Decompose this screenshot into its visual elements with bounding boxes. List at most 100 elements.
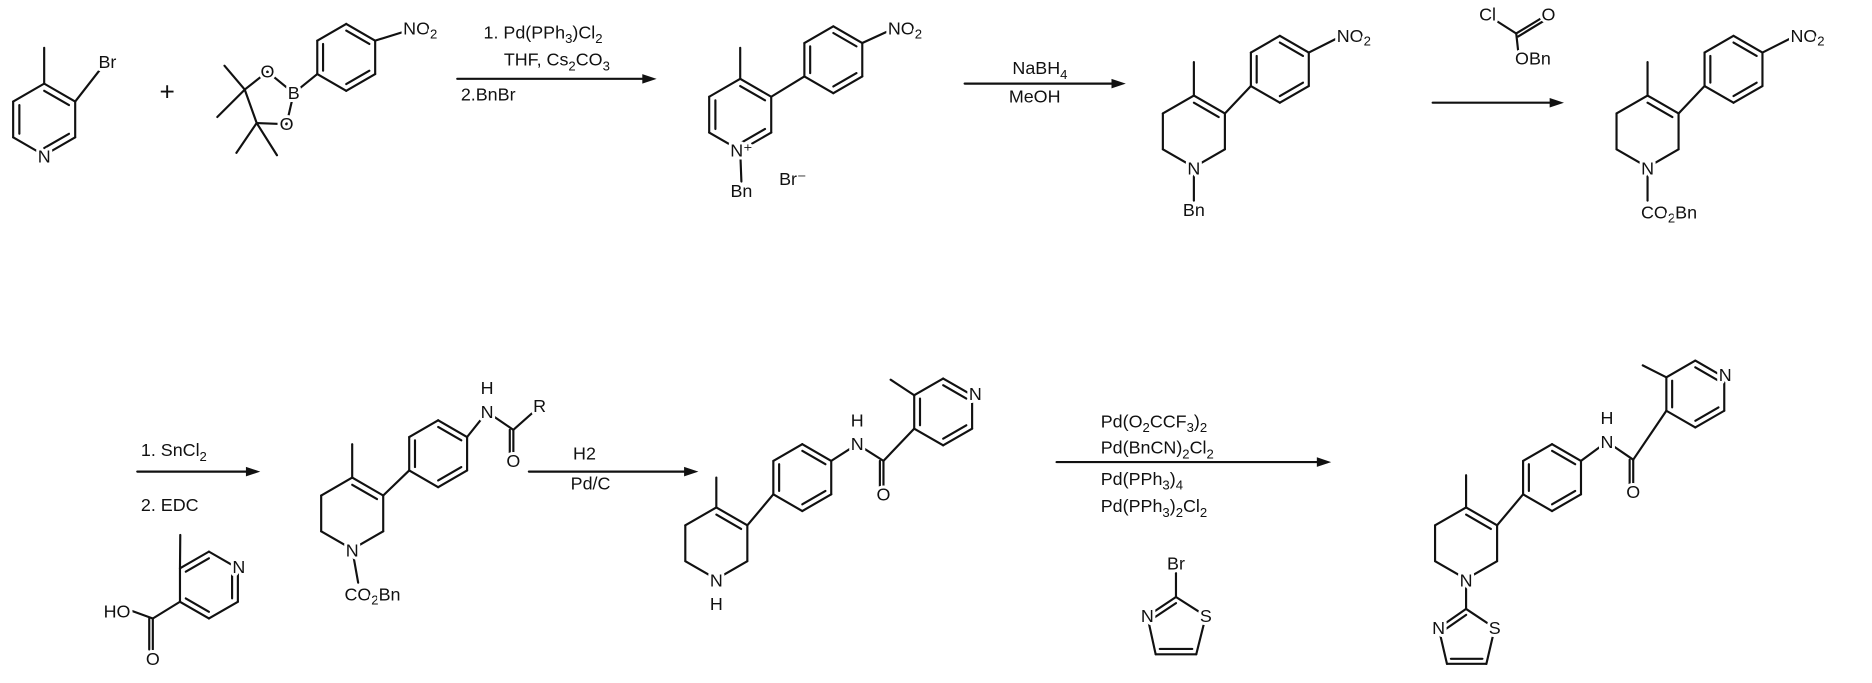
atom-label: H [481, 378, 494, 398]
bond [1666, 361, 1695, 378]
double-bond [1648, 103, 1673, 117]
atom-label: O [506, 451, 520, 471]
bond [317, 74, 346, 91]
step4-reagent-1: 1. SnCl2 [141, 440, 207, 464]
step6-reagent-2: Pd(BnCN)2Cl2 [1101, 438, 1214, 462]
bond [1251, 36, 1280, 53]
arrowhead [1112, 79, 1126, 89]
atom-label: N [969, 384, 982, 404]
bond [914, 379, 943, 396]
double-bond [438, 467, 461, 480]
double-bond [1695, 367, 1718, 380]
amide-cbz-intermediate: H N R O N CO2Bn [344, 378, 546, 607]
atom-label: N⁺ [730, 140, 752, 160]
step1-reagent-3: 2.BnBr [461, 84, 516, 104]
step2-reagent-1: NaBH4 [1012, 58, 1067, 82]
final-product: H N O N N N S [1432, 365, 1731, 638]
bond [773, 444, 802, 461]
bond [127, 609, 153, 619]
bond [224, 66, 244, 90]
atom-label: N [1187, 158, 1200, 178]
atom-label: N [710, 570, 723, 590]
atom-label: O [280, 114, 294, 134]
bond [409, 470, 438, 487]
arrowhead [642, 74, 656, 84]
atom-label: CO2Bn [1641, 203, 1697, 225]
arrowhead [246, 467, 260, 477]
boronate-ester: NO2 B O O [260, 19, 437, 135]
double-bond [186, 598, 209, 611]
atom-label: B [288, 83, 300, 103]
bond [747, 494, 773, 525]
atom-label: Br [1167, 554, 1185, 574]
bond [1163, 96, 1194, 114]
double-bond [1194, 103, 1219, 117]
atom-label: Bn [730, 181, 752, 201]
atom-label: Cl [1479, 4, 1496, 24]
double-bond [1552, 491, 1575, 504]
atom-label: O [146, 649, 160, 669]
methylisonicotinic-acid: HO O N [104, 557, 246, 669]
double-bond [1280, 43, 1303, 56]
bond [409, 420, 438, 437]
atom-label: N [1719, 365, 1732, 385]
double-bond [833, 33, 856, 46]
bond [257, 123, 277, 155]
bond [1225, 86, 1251, 113]
double-bond [802, 491, 825, 504]
bond [1497, 494, 1523, 525]
step5-reagent-2: Pd/C [571, 474, 611, 494]
arrowhead [1550, 98, 1564, 108]
bond [883, 429, 914, 461]
double-bond [1552, 451, 1575, 464]
bond [1523, 444, 1552, 461]
bromopyridine: Br N [38, 52, 117, 166]
plus-sign: + [159, 76, 174, 106]
atom-label: NO2 [1337, 26, 1371, 48]
bond [1762, 38, 1790, 52]
atom-label: H [1600, 408, 1613, 428]
bond [217, 90, 244, 117]
bond [1666, 411, 1695, 428]
bond [153, 602, 180, 619]
arrowhead [1317, 457, 1331, 467]
double-bond [943, 425, 966, 438]
atom-label: N [1432, 618, 1445, 638]
bond [1516, 17, 1543, 34]
double-bond [186, 558, 209, 571]
atom-label: S [1200, 606, 1212, 626]
double-bond [716, 515, 741, 529]
atom-label: R [533, 396, 546, 416]
atom-label: N [1460, 570, 1473, 590]
atom-label: NO2 [403, 19, 437, 41]
bond [13, 84, 44, 102]
arrowhead [684, 467, 698, 477]
n-benzyl-tetrahydropyridine: NO2 N Bn [1183, 26, 1371, 220]
atom-label: Br⁻ [779, 169, 806, 189]
bond [773, 494, 802, 511]
step2-reagent-2: MeOH [1009, 87, 1061, 107]
atom-label: HO [104, 601, 131, 621]
atom-label: S [1489, 618, 1501, 638]
double-bond [833, 73, 856, 86]
bond [914, 429, 943, 446]
bond [513, 411, 534, 430]
bond [383, 470, 409, 495]
bond [891, 380, 915, 396]
atom-label: N [851, 434, 864, 454]
bond [1309, 38, 1337, 52]
atom-label: O [877, 484, 891, 504]
bond [236, 123, 256, 153]
atom-label: H [710, 594, 723, 614]
atom-label: Br [99, 52, 117, 72]
bond [245, 90, 257, 123]
step4-reagent-2: 2. EDC [141, 495, 199, 515]
atom-label: H [851, 410, 864, 430]
bond [317, 24, 346, 41]
atom-label: NO2 [1790, 26, 1824, 48]
double-bond [44, 91, 69, 105]
double-bond [943, 385, 966, 398]
atom-label: N [38, 146, 51, 166]
atom-label: O [1541, 4, 1555, 24]
